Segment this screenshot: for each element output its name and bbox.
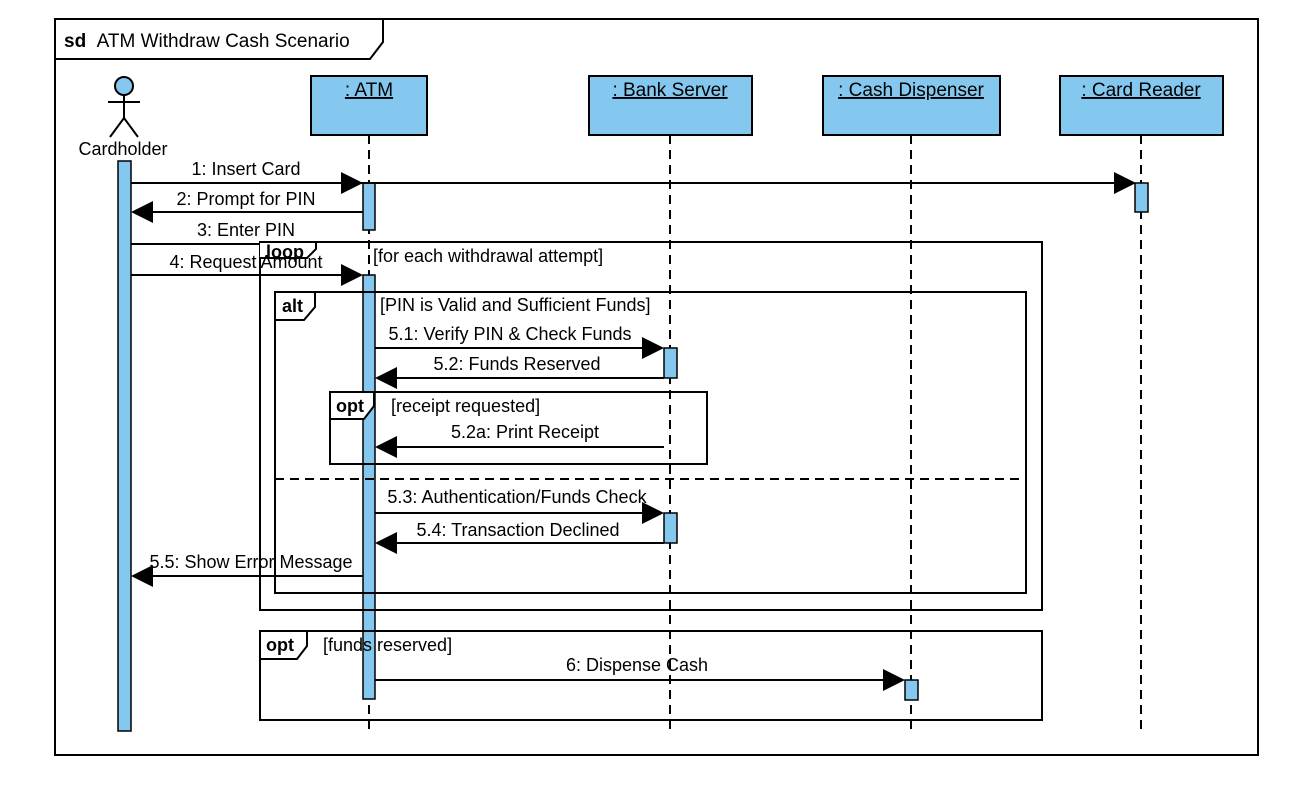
actor-cardholder: Cardholder: [78, 76, 168, 159]
message-1-insert-card: 1: Insert Card: [131, 159, 1136, 194]
participant-cash-dispenser-name: : Cash Dispenser: [838, 80, 984, 101]
fragment-loop: loop [for each withdrawal attempt]: [259, 241, 1043, 611]
participant-bank-server-name: : Bank Server: [612, 80, 728, 101]
message-label: 1: Insert Card: [191, 159, 300, 179]
activation-atm-1: [362, 182, 376, 231]
arrowhead-icon: [642, 502, 664, 524]
message-label: 6: Dispense Cash: [566, 655, 708, 675]
activation-cardholder: [117, 160, 132, 732]
message-label: 5.5: Show Error Message: [149, 552, 352, 572]
message-label: 2: Prompt for PIN: [176, 189, 315, 209]
fragment-opt-funds: opt [funds reserved]: [259, 630, 1043, 721]
participant-card-reader: : Card Reader: [1059, 75, 1224, 136]
fragment-alt-keyword: alt: [282, 296, 303, 316]
message-6-dispense-cash: 6: Dispense Cash: [375, 655, 905, 691]
participant-card-reader-name: : Card Reader: [1081, 80, 1201, 101]
message-3-enter-pin: 3: Enter PIN: [131, 220, 295, 245]
participant-atm: : ATM: [310, 75, 428, 136]
message-5-3-authentication: 5.3: Authentication/Funds Check: [375, 487, 664, 524]
message-label: 5.4: Transaction Declined: [416, 520, 619, 540]
activation-card-reader: [1134, 182, 1149, 213]
arrowhead-icon: [375, 367, 397, 389]
diagram-frame: [54, 18, 1259, 756]
message-label: 4: Request Amount: [169, 252, 322, 272]
activation-cash-dispenser: [904, 679, 919, 701]
fragment-opt-funds-keyword: opt: [266, 635, 294, 655]
fragment-loop-guard: [for each withdrawal attempt]: [373, 246, 603, 266]
arrowhead-icon: [883, 669, 905, 691]
message-2-prompt-for-pin: 2: Prompt for PIN: [131, 189, 363, 223]
diagram-title-tab: [54, 18, 384, 60]
arrowhead-icon: [341, 264, 363, 286]
message-5-2-funds-reserved: 5.2: Funds Reserved: [375, 354, 664, 389]
fragment-opt-receipt-keyword: opt: [336, 396, 364, 416]
message-label: 3: Enter PIN: [197, 220, 295, 240]
message-4-request-amount: 4: Request Amount: [131, 252, 363, 286]
arrowhead-icon: [375, 436, 397, 458]
fragment-loop-keyword: loop: [266, 242, 304, 262]
diagram-title-text: ATM Withdraw Cash Scenario: [97, 31, 350, 52]
activation-bank-2: [663, 512, 678, 544]
arrowhead-icon: [1114, 172, 1136, 194]
participant-bank-server: : Bank Server: [588, 75, 753, 136]
fragment-alt: alt [PIN is Valid and Sufficient Funds]: [274, 291, 1027, 594]
arrowhead-icon: [642, 337, 664, 359]
fragment-alt-guard: [PIN is Valid and Sufficient Funds]: [380, 295, 650, 315]
fragment-opt-receipt-guard: [receipt requested]: [391, 396, 540, 416]
message-label: 5.2a: Print Receipt: [451, 422, 599, 442]
message-label: 5.2: Funds Reserved: [433, 354, 600, 374]
message-label: 5.1: Verify PIN & Check Funds: [388, 324, 631, 344]
diagram-title: sd ATM Withdraw Cash Scenario: [64, 31, 350, 52]
arrowhead-icon: [341, 172, 363, 194]
message-5-4-transaction-declined: 5.4: Transaction Declined: [375, 520, 664, 554]
arrowhead-icon: [131, 201, 153, 223]
participant-cash-dispenser: : Cash Dispenser: [822, 75, 1001, 136]
arrowhead-icon: [131, 565, 153, 587]
message-5-5-show-error: 5.5: Show Error Message: [131, 552, 363, 587]
actor-head-icon: [114, 76, 134, 96]
message-label: 5.3: Authentication/Funds Check: [387, 487, 647, 507]
actor-name: Cardholder: [78, 139, 167, 159]
participant-atm-name: : ATM: [345, 80, 393, 101]
fragment-opt-receipt: opt [receipt requested]: [329, 391, 708, 465]
activation-bank-1: [663, 347, 678, 379]
frame-keyword: sd: [64, 31, 86, 52]
message-5-1-verify-pin: 5.1: Verify PIN & Check Funds: [375, 324, 664, 359]
fragment-opt-funds-guard: [funds reserved]: [323, 635, 452, 655]
message-5-2a-print-receipt: 5.2a: Print Receipt: [375, 422, 664, 458]
arrowhead-icon: [375, 532, 397, 554]
